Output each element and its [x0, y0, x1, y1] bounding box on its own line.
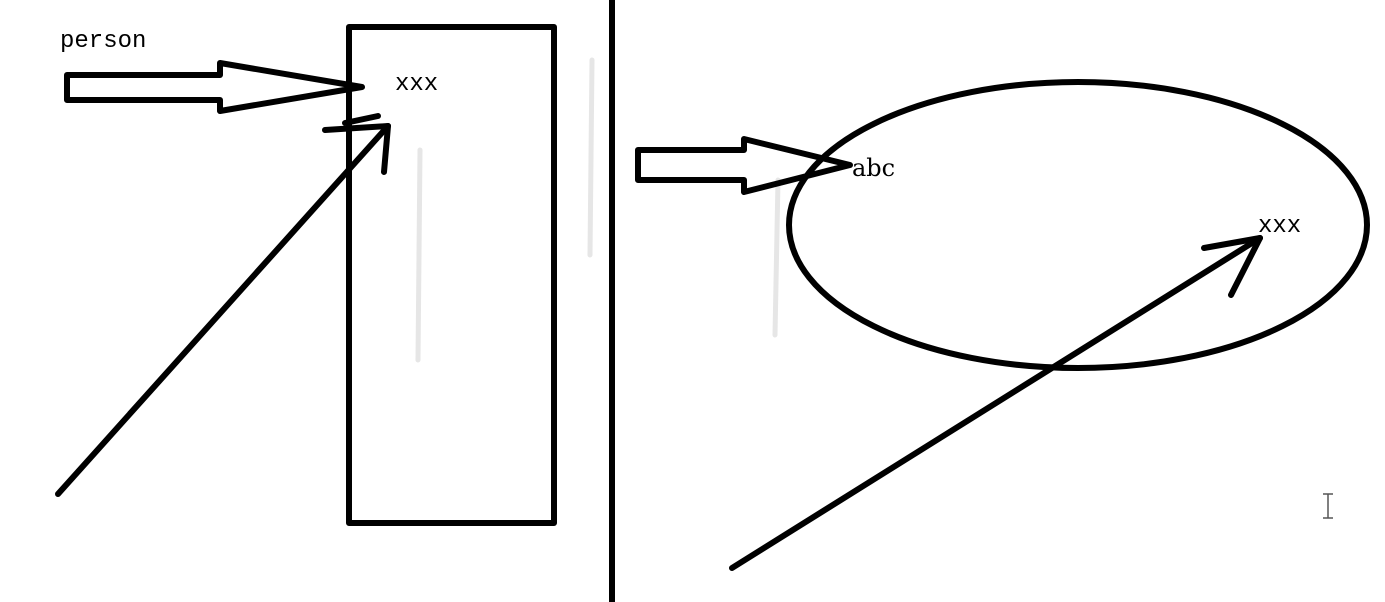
ellipse-pointer-head-left [1201, 235, 1263, 251]
smudge-line-3 [772, 177, 781, 338]
right-panel: abc xxx [635, 79, 1370, 571]
ellipse-label-abc: abc [852, 154, 895, 182]
person-reference-arrow [64, 60, 365, 114]
object-box [346, 24, 557, 526]
long-pointer-line [55, 123, 391, 497]
text-cursor-icon [1323, 493, 1333, 519]
long-pointer-head-tick [342, 113, 381, 126]
person-label: person [60, 28, 146, 55]
long-pointer-head-right [381, 123, 391, 175]
object-ellipse [786, 79, 1370, 371]
long-pointer-head-left [322, 123, 391, 133]
object-box-label: xxx [395, 71, 438, 98]
abc-reference-arrow [635, 136, 853, 195]
smudge-line-2 [587, 57, 595, 258]
smudge-line-1 [415, 147, 423, 363]
left-panel: person xxx [55, 24, 557, 526]
ellipse-label-xxx: xxx [1258, 213, 1301, 240]
ellipse-pointer-line [729, 235, 1263, 571]
ellipse-pointer-head-right [1228, 235, 1263, 298]
